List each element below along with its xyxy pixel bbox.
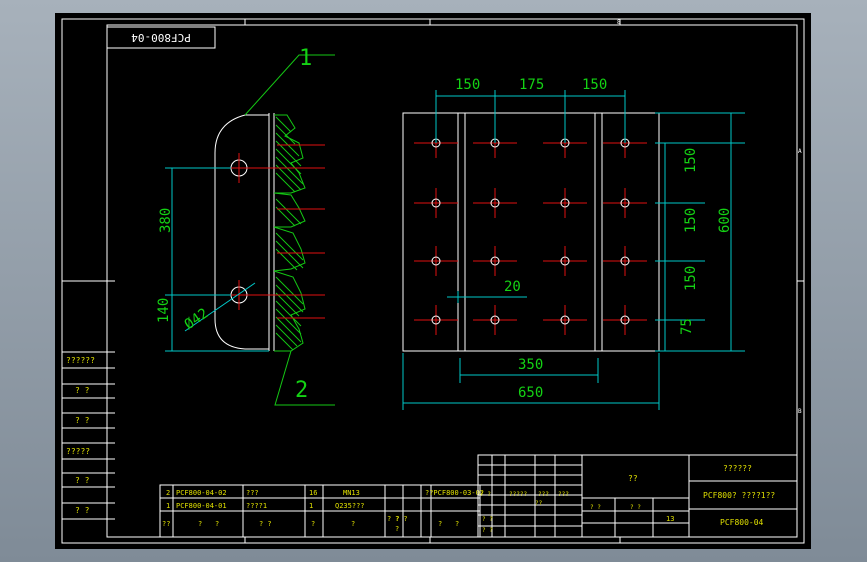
tb-mark: ? ?: [480, 491, 491, 498]
parts-list-text: 2 PCF800-04-02 ??? 16 MN13 1 PCF800-04-0…: [162, 489, 484, 533]
pl-header: ?: [438, 520, 442, 528]
dim-top-150b: 150: [582, 77, 607, 93]
pl-header: ?: [311, 520, 315, 528]
pl-cell: 2: [166, 489, 170, 497]
tb-mark: ??: [535, 500, 543, 507]
code-stamp: PCF800-04: [131, 31, 191, 44]
dim-offset-20: 20: [504, 279, 521, 295]
teeth-strip: [273, 114, 306, 352]
dim-right-150b: 150: [683, 208, 699, 233]
plan-hole: [620, 256, 630, 266]
title-block-text: ?????? PCF800? ????1?? PCF800-04 ?? 13 ?…: [480, 464, 775, 534]
pl-assembly-ref: ??PCF800-03-02: [425, 489, 484, 497]
left-label: ? ?: [75, 506, 90, 515]
zone-ticks: [62, 19, 804, 543]
dim-width-350: 350: [518, 357, 543, 373]
plan-hole: [560, 198, 570, 208]
zone-number: 8: [617, 19, 621, 26]
pl-header: ?: [351, 520, 355, 528]
left-label: ??????: [66, 356, 95, 365]
dim-height-600: 600: [717, 208, 733, 233]
plan-hole: [490, 198, 500, 208]
left-label: ? ?: [75, 386, 90, 395]
tb-company: ??????: [723, 464, 752, 473]
dim-380: 380: [158, 208, 174, 233]
dim-140: 140: [156, 298, 172, 323]
pl-header: ?: [395, 525, 399, 533]
zone-letter-a: A: [798, 148, 802, 155]
plan-hole: [560, 256, 570, 266]
left-label-column: [62, 351, 115, 520]
pl-header: ??: [162, 520, 170, 528]
tb-drawing-no: PCF800-04: [720, 518, 764, 527]
tb-material: ??: [628, 474, 638, 483]
pl-cell: 1: [166, 502, 170, 510]
plan-view: 150 175 150 150 150 150 75 600 20 350 65…: [402, 77, 745, 410]
pl-header: ? ?: [387, 515, 400, 523]
callout-1: 1: [299, 46, 312, 71]
dim-right-150c: 150: [683, 266, 699, 291]
tb-mark: ???: [538, 491, 549, 498]
tb-mark: ? ?: [482, 527, 493, 534]
pl-cell: 16: [309, 489, 317, 497]
tb-mark: ?????: [509, 491, 527, 498]
pl-extra: ? ?: [395, 515, 408, 523]
side-plate-outline: [214, 114, 269, 350]
plan-hole: [620, 198, 630, 208]
dim-hole: Ø42: [182, 305, 212, 333]
plan-outer-rect: [402, 112, 660, 352]
tb-mark: ? ?: [482, 516, 493, 523]
left-label: ? ?: [75, 416, 90, 425]
left-label: ? ?: [75, 476, 90, 485]
pl-cell: ???: [246, 489, 259, 497]
plan-hole: [431, 315, 441, 325]
tb-qty: ? ?: [630, 504, 641, 511]
side-view: 380 140 Ø42 1 2: [156, 46, 335, 406]
pl-header: ?: [198, 520, 202, 528]
dim-top-175: 175: [519, 77, 544, 93]
pl-header: ?: [215, 520, 219, 528]
pl-header: ?: [455, 520, 459, 528]
left-labels: ?????? ? ? ? ? ????? ? ? ? ?: [66, 356, 95, 515]
zone-letter-b: B: [798, 408, 802, 415]
dim-right-150a: 150: [683, 148, 699, 173]
pl-cell: PCF800-04-02: [176, 489, 227, 497]
tb-mark: ? ?: [590, 504, 601, 511]
title-block: [477, 454, 798, 538]
plan-hole: [620, 315, 630, 325]
pl-cell: 1: [309, 502, 313, 510]
plan-hole: [490, 315, 500, 325]
pl-header: ? ?: [259, 520, 272, 528]
code-stamp-box: [106, 26, 216, 49]
dim-width-650: 650: [518, 385, 543, 401]
plan-hole: [431, 198, 441, 208]
cad-drawing: 8 A B PCF800-04 ??????: [61, 18, 805, 544]
plan-hole: [431, 256, 441, 266]
tb-mark: ???: [558, 491, 569, 498]
left-label: ?????: [66, 447, 90, 456]
hole-grid: [414, 128, 647, 335]
tb-scale: 13: [666, 515, 674, 523]
tb-part-name: PCF800? ????1??: [703, 491, 775, 500]
parts-list: [159, 484, 481, 538]
dim-right-75: 75: [679, 318, 695, 335]
pl-cell: Q235???: [335, 502, 365, 510]
pl-cell: PCF800-04-01: [176, 502, 227, 510]
drawing-canvas[interactable]: 8 A B PCF800-04 ??????: [55, 13, 811, 549]
pl-cell: ????1: [246, 502, 267, 510]
plan-hole: [560, 315, 570, 325]
plan-hole: [490, 256, 500, 266]
dim-top-150a: 150: [455, 77, 480, 93]
callout-2: 2: [295, 378, 308, 403]
pl-cell: MN13: [343, 489, 360, 497]
